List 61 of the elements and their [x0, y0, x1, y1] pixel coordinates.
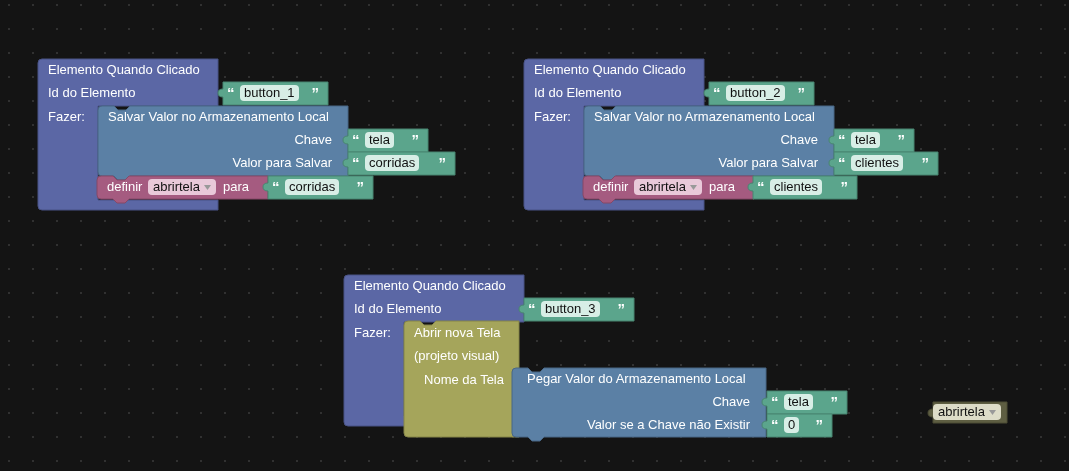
quote-mark: ”	[356, 179, 364, 195]
quote-mark: “	[528, 301, 536, 317]
block-label: Id do Elemento	[48, 85, 136, 101]
quote-mark: ”	[411, 132, 419, 148]
block-label: Id do Elemento	[534, 85, 622, 101]
block-label: Chave	[294, 132, 332, 148]
text-value: button_2	[726, 85, 785, 101]
block-label: Fazer:	[534, 109, 571, 125]
quote-mark: ”	[438, 155, 446, 171]
quote-mark: ”	[311, 85, 319, 101]
quote-mark: “	[771, 417, 779, 433]
block-label: Valor para Salvar	[718, 155, 818, 171]
block-label: Fazer:	[48, 109, 85, 125]
block-label: Elemento Quando Clicado	[48, 62, 200, 78]
quote-mark: ”	[617, 301, 625, 317]
block-label: para	[708, 179, 735, 195]
text-value: tela	[851, 132, 880, 148]
text-value: button_3	[541, 301, 600, 317]
quote-mark: ”	[897, 132, 905, 148]
dropdown-field: abrirtela	[148, 179, 216, 195]
dropdown-field: abrirtela	[933, 404, 1001, 420]
quote-mark: ”	[815, 417, 823, 433]
text-value: tela	[365, 132, 394, 148]
block-label: Pegar Valor do Armazenamento Local	[527, 371, 746, 387]
block-label: Chave	[712, 394, 750, 410]
quote-mark: “	[352, 155, 360, 171]
block-label: definir	[593, 179, 629, 195]
block-label: Abrir nova Tela	[414, 325, 501, 341]
quote-mark: “	[838, 132, 846, 148]
quote-mark: “	[272, 179, 280, 195]
text-value: clientes	[851, 155, 904, 171]
quote-mark: “	[757, 179, 765, 195]
quote-mark: “	[838, 155, 846, 171]
block-label: Salvar Valor no Armazenamento Local	[594, 109, 815, 125]
block-label: Id do Elemento	[354, 301, 442, 317]
text-value: tela	[784, 394, 813, 410]
block-label: Salvar Valor no Armazenamento Local	[108, 109, 329, 125]
block-label: (projeto visual)	[414, 348, 500, 364]
block-label: Valor para Salvar	[232, 155, 332, 171]
text-value: corridas	[365, 155, 420, 171]
quote-mark: ”	[830, 394, 838, 410]
block-label: Elemento Quando Clicado	[534, 62, 686, 78]
text-value: clientes	[770, 179, 823, 195]
text-value: 0	[784, 417, 800, 433]
quote-mark: “	[713, 85, 721, 101]
quote-mark: ”	[797, 85, 805, 101]
quote-mark: “	[352, 132, 360, 148]
block-label: Elemento Quando Clicado	[354, 278, 506, 294]
quote-mark: “	[771, 394, 779, 410]
quote-mark: “	[227, 85, 235, 101]
block-label: Valor se a Chave não Existir	[586, 417, 750, 433]
dropdown-field: abrirtela	[634, 179, 702, 195]
block-label: Fazer:	[354, 325, 391, 341]
block-label: definir	[107, 179, 143, 195]
block-label: Chave	[780, 132, 818, 148]
text-value: button_1	[240, 85, 299, 101]
quote-mark: ”	[921, 155, 929, 171]
quote-mark: ”	[840, 179, 848, 195]
text-value: corridas	[285, 179, 340, 195]
block-label: para	[222, 179, 249, 195]
block-label: Nome da Tela	[424, 372, 504, 388]
